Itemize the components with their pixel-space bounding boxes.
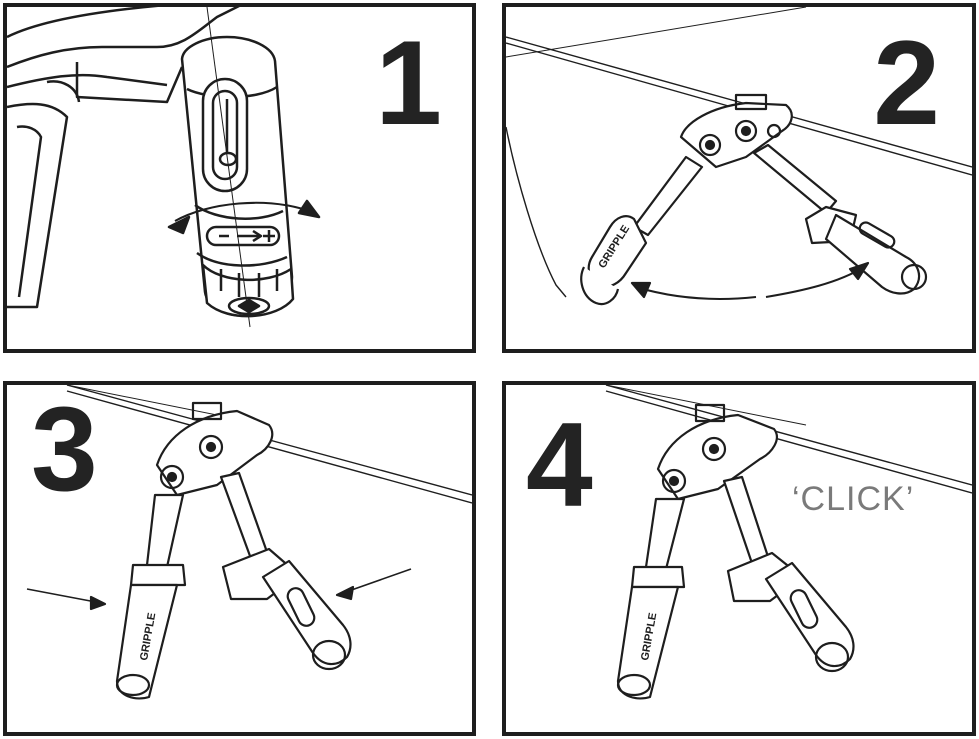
step-number: 1 xyxy=(375,16,442,150)
step-number: 2 xyxy=(873,16,940,150)
step-1-panel: 1 xyxy=(3,3,476,353)
step-2-panel: GRIPPLE 2 xyxy=(502,3,976,353)
step-number: 4 xyxy=(526,398,593,532)
step-4-panel: GRIPPLE 4 ‘CLICK’ xyxy=(502,381,976,736)
step-number: 3 xyxy=(31,382,98,516)
tool-open-handles-illustration: GRIPPLE xyxy=(506,7,972,306)
tool-adjuster-illustration xyxy=(7,7,321,328)
tool-click-illustration: GRIPPLE xyxy=(605,385,972,700)
step-3-panel: GRIPPLE 3 xyxy=(3,381,476,736)
tool-squeeze-illustration: GRIPPLE xyxy=(26,385,472,700)
click-caption: ‘CLICK’ xyxy=(792,480,915,518)
